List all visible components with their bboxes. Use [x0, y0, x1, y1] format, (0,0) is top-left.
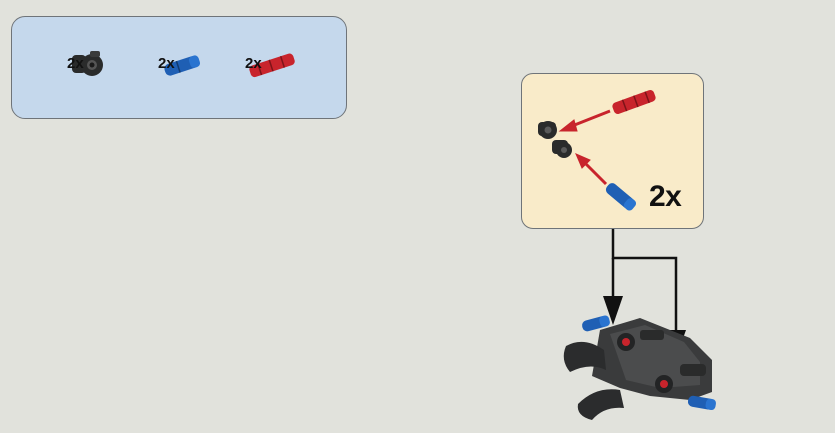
subassembly-diagram — [538, 89, 656, 211]
subassembly-panel: 2x — [521, 73, 704, 229]
subassembly-quantity: 2x — [649, 180, 682, 213]
axle-pin-red-icon — [249, 53, 295, 78]
axle-pin-blue-part — [158, 45, 218, 105]
axle-pin-blue-icon — [164, 55, 201, 76]
parts-list-panel: 2x 2x 2x — [11, 16, 347, 119]
assembly-flow-lines — [611, 229, 678, 333]
final-assembly-icon — [563, 315, 716, 420]
axle-pin-red-quantity: 2x — [245, 55, 262, 72]
connector-quantity: 2x — [67, 55, 84, 72]
connector-black-icon — [72, 51, 103, 76]
subassembly-blue-pin-icon — [605, 183, 637, 211]
axle-pin-red-part — [245, 45, 305, 105]
connector-black-part — [62, 45, 122, 105]
subassembly-red-pin-icon — [612, 89, 656, 115]
axle-pin-blue-quantity: 2x — [158, 55, 175, 72]
subassembly-connector-icon — [538, 121, 572, 158]
subassembly-arrows — [558, 109, 611, 186]
